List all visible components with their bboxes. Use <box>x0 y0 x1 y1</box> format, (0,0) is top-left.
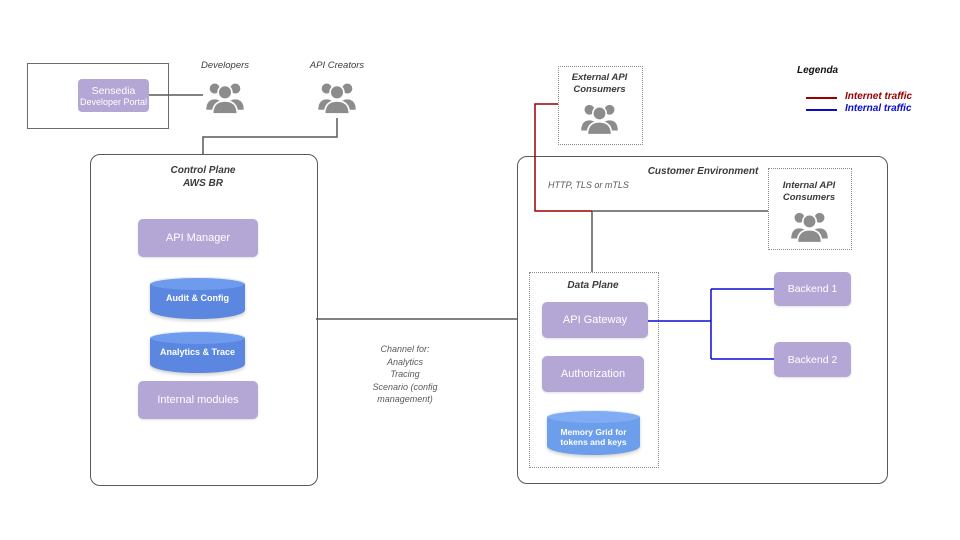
api-manager-node: API Manager <box>138 219 258 257</box>
cylinder-top <box>150 277 245 290</box>
data-plane-title: Data Plane <box>567 280 619 291</box>
internal-modules-node: Internal modules <box>138 381 258 419</box>
developers-label: Developers <box>200 60 250 71</box>
legend-internet-line-swatch <box>806 97 837 99</box>
legend-internet-label: Internet traffic <box>845 91 913 102</box>
api-gateway-node: API Gateway <box>542 302 648 338</box>
portal-name: Sensedia <box>91 84 136 97</box>
legend-title: Legenda <box>797 65 839 76</box>
customer-environment-title: Customer Environment <box>647 166 759 177</box>
api-creators-people-icon <box>316 81 358 115</box>
api-creators-label: API Creators <box>309 60 365 71</box>
protocol-note: HTTP, TLS or mTLS <box>548 180 629 190</box>
internal-api-consumers-box <box>768 168 852 250</box>
developers-people-icon <box>204 81 246 115</box>
authorization-node: Authorization <box>542 356 644 392</box>
backend-2-node: Backend 2 <box>774 342 851 377</box>
internal-consumers-people-icon <box>789 211 830 244</box>
control-plane-box <box>90 154 318 486</box>
sensedia-developer-portal-node: Sensedia Developer Portal <box>78 79 149 112</box>
connector-apicreators-controlplane <box>202 118 338 154</box>
memory-grid-cylinder: Memory Grid for tokens and keys <box>547 410 640 455</box>
backend-1-node: Backend 1 <box>774 272 851 306</box>
legend-internal-label: Internal traffic <box>845 103 912 114</box>
control-plane-title: Control Plane AWS BR <box>170 165 236 189</box>
channel-note: Channel for: Analytics Tracing Scenario … <box>372 344 438 404</box>
cylinder-top <box>150 331 245 344</box>
legend-internal-line-swatch <box>806 109 837 111</box>
internal-api-consumers-title: Internal API Consumers <box>782 180 836 203</box>
cylinder-top <box>547 410 640 423</box>
memory-grid-label: Memory Grid for tokens and keys <box>560 427 627 447</box>
audit-config-cylinder: Audit & Config <box>150 277 245 319</box>
analytics-trace-cylinder: Analytics & Trace <box>150 331 245 373</box>
portal-subtitle: Developer Portal <box>79 96 148 107</box>
external-consumers-people-icon <box>579 103 620 136</box>
external-api-consumers-title: External API Consumers <box>571 72 628 95</box>
